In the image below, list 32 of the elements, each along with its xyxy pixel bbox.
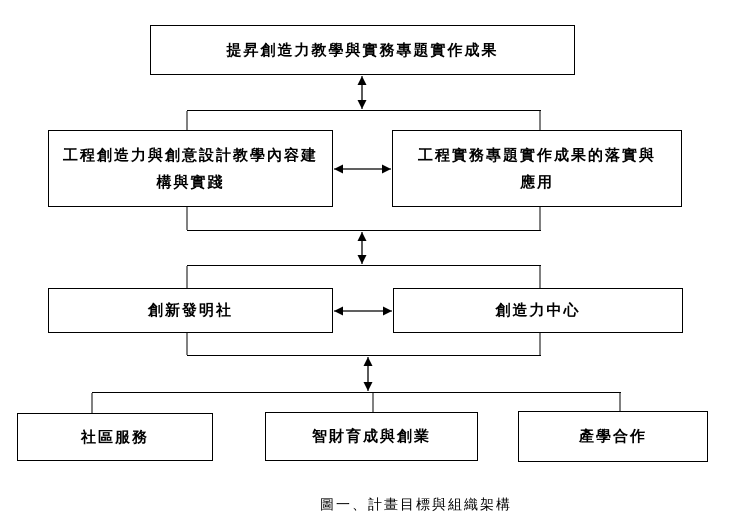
bracket-line — [92, 392, 621, 393]
text-box — [48, 130, 333, 207]
connector-line — [372, 392, 374, 412]
box-label: 產學合作 — [579, 426, 647, 447]
box-label: 智財育成與創業 — [312, 426, 431, 447]
box-label: 提昇創造力教學與實務專題實作成果 — [226, 40, 498, 60]
text-box — [518, 411, 708, 462]
box-label: 工程實務專題實作成果的落實與應用 — [417, 144, 657, 192]
double-arrow — [358, 232, 366, 264]
box-label: 創新發明社 — [148, 300, 233, 321]
text-box — [150, 25, 575, 75]
bracket-line — [187, 355, 541, 356]
double-arrow — [364, 357, 372, 391]
text-box — [17, 413, 213, 461]
box-label: 工程創造力與創意設計教學內容建構與實踐 — [62, 144, 319, 192]
text-box — [393, 288, 683, 333]
box-label: 社區服務 — [81, 426, 149, 448]
text-box — [392, 130, 682, 207]
box-label: 創造力中心 — [496, 300, 580, 321]
bracket-line — [187, 230, 541, 231]
bracket-line — [187, 265, 541, 266]
double-arrow — [334, 306, 392, 316]
bracket-line — [187, 110, 541, 111]
figure-caption: 圖一、計畫目標與組織架構 — [320, 496, 512, 515]
connector-line — [186, 206, 188, 230]
text-box — [48, 288, 333, 333]
connector-line — [186, 266, 188, 288]
double-arrow — [358, 76, 366, 109]
text-box — [265, 412, 478, 461]
connector-line — [186, 110, 188, 130]
double-arrow — [334, 164, 391, 174]
connector-line — [186, 332, 188, 356]
